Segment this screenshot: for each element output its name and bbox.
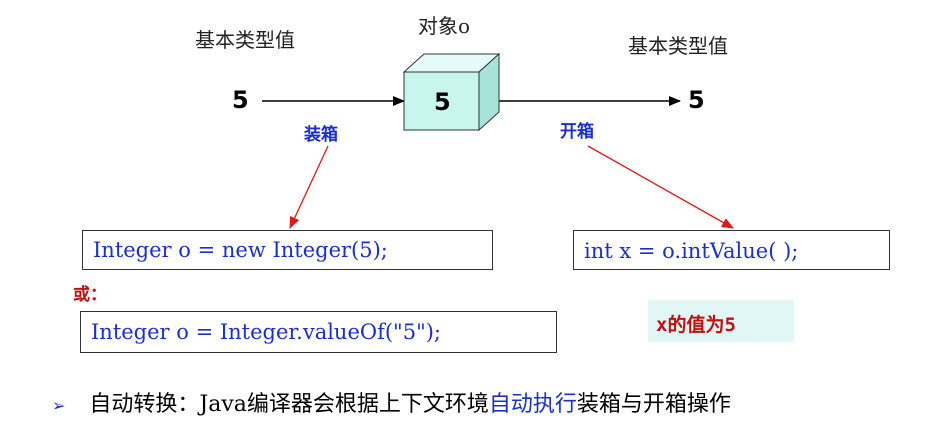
summary-prefix: 自动转换：Java编译器会根据上下文环境 (89, 392, 489, 417)
x-value-note: x的值为5 (648, 300, 794, 342)
or-label: 或： (73, 285, 107, 305)
boxing-code: Integer o = new Integer(5); (93, 238, 388, 262)
boxing-alt-code-box: Integer o = Integer.valueOf("5"); (80, 311, 557, 353)
summary-highlight: 自动执行 (488, 392, 577, 417)
x-value-text: x的值为5 (656, 314, 736, 336)
left-primitive-label: 基本类型值 (195, 28, 295, 52)
right-value: 5 (688, 86, 705, 114)
object-label: 对象o (418, 14, 471, 38)
bullet-arrow-icon: ➢ (52, 396, 66, 415)
boxing-pointer-arrow (289, 145, 329, 229)
unboxing-code: int x = o.intValue( ); (584, 239, 799, 263)
unboxing-pointer-arrow (587, 145, 734, 229)
unboxing-label: 开箱 (560, 122, 594, 142)
left-value: 5 (232, 86, 249, 114)
object-value: 5 (434, 88, 451, 116)
boxing-code-box: Integer o = new Integer(5); (82, 230, 493, 270)
boxing-alt-code: Integer o = Integer.valueOf("5"); (91, 320, 442, 344)
summary-suffix: 装箱与开箱操作 (576, 392, 731, 417)
unboxing-code-box: int x = o.intValue( ); (573, 230, 890, 270)
cube-front-face (403, 71, 480, 131)
boxing-label: 装箱 (304, 125, 338, 145)
summary-bullet: ➢ 自动转换：Java编译器会根据上下文环境自动执行装箱与开箱操作 (52, 386, 731, 418)
right-primitive-label: 基本类型值 (628, 34, 728, 58)
object-cube (402, 52, 501, 132)
